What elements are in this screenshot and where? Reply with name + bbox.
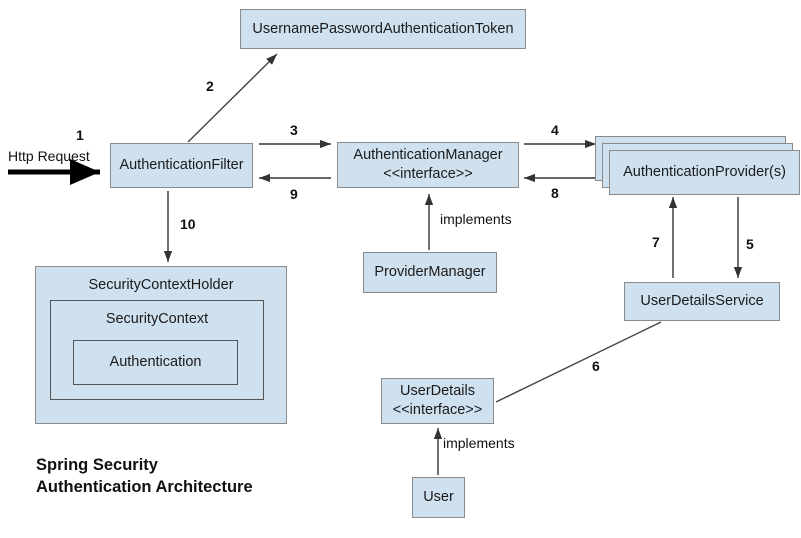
node-label: UsernamePasswordAuthenticationToken [252, 20, 514, 37]
step-4-label: 4 [551, 122, 559, 138]
node-label: SecurityContextHolder [88, 277, 234, 293]
implements-manager-label: implements [440, 211, 512, 227]
step-3-label: 3 [290, 122, 298, 138]
node-user-details-service[interactable]: UserDetailsService [624, 282, 780, 321]
step-5-label: 5 [746, 236, 754, 252]
node-label: SecurityContext [105, 311, 209, 327]
arrow-step-6 [495, 321, 662, 403]
node-authentication[interactable]: Authentication [73, 340, 238, 385]
node-user-details[interactable]: UserDetails <<interface>> [381, 378, 494, 424]
node-label: ProviderManager [374, 264, 486, 281]
node-label: AuthenticationFilter [119, 157, 244, 174]
node-username-password-authentication-token[interactable]: UsernamePasswordAuthenticationToken [240, 9, 526, 49]
node-provider-manager[interactable]: ProviderManager [363, 252, 497, 293]
step-7-label: 7 [652, 234, 660, 250]
node-authentication-provider[interactable]: AuthenticationProvider(s) [609, 150, 800, 195]
node-label: UserDetailsService [640, 293, 764, 310]
step-10-label: 10 [180, 216, 196, 232]
implements-userdetails-label: implements [443, 435, 515, 451]
node-authentication-manager[interactable]: AuthenticationManager <<interface>> [337, 142, 519, 188]
step-6-label: 6 [592, 358, 600, 374]
diagram-title: Spring Security Authentication Architect… [36, 456, 253, 497]
node-label: Authentication [109, 354, 202, 371]
step-8-label: 8 [551, 185, 559, 201]
node-authentication-filter[interactable]: AuthenticationFilter [110, 143, 253, 188]
step-9-label: 9 [290, 186, 298, 202]
step-1-label: 1 [76, 127, 84, 143]
node-label: AuthenticationManager <<interface>> [353, 147, 503, 182]
node-label: User [423, 489, 454, 506]
node-label: AuthenticationProvider(s) [623, 164, 786, 181]
arrow-step-2 [187, 53, 278, 143]
step-2-label: 2 [206, 78, 214, 94]
http-request-label: Http Request [8, 148, 90, 164]
node-label: UserDetails <<interface>> [392, 383, 483, 418]
node-user[interactable]: User [412, 477, 465, 518]
